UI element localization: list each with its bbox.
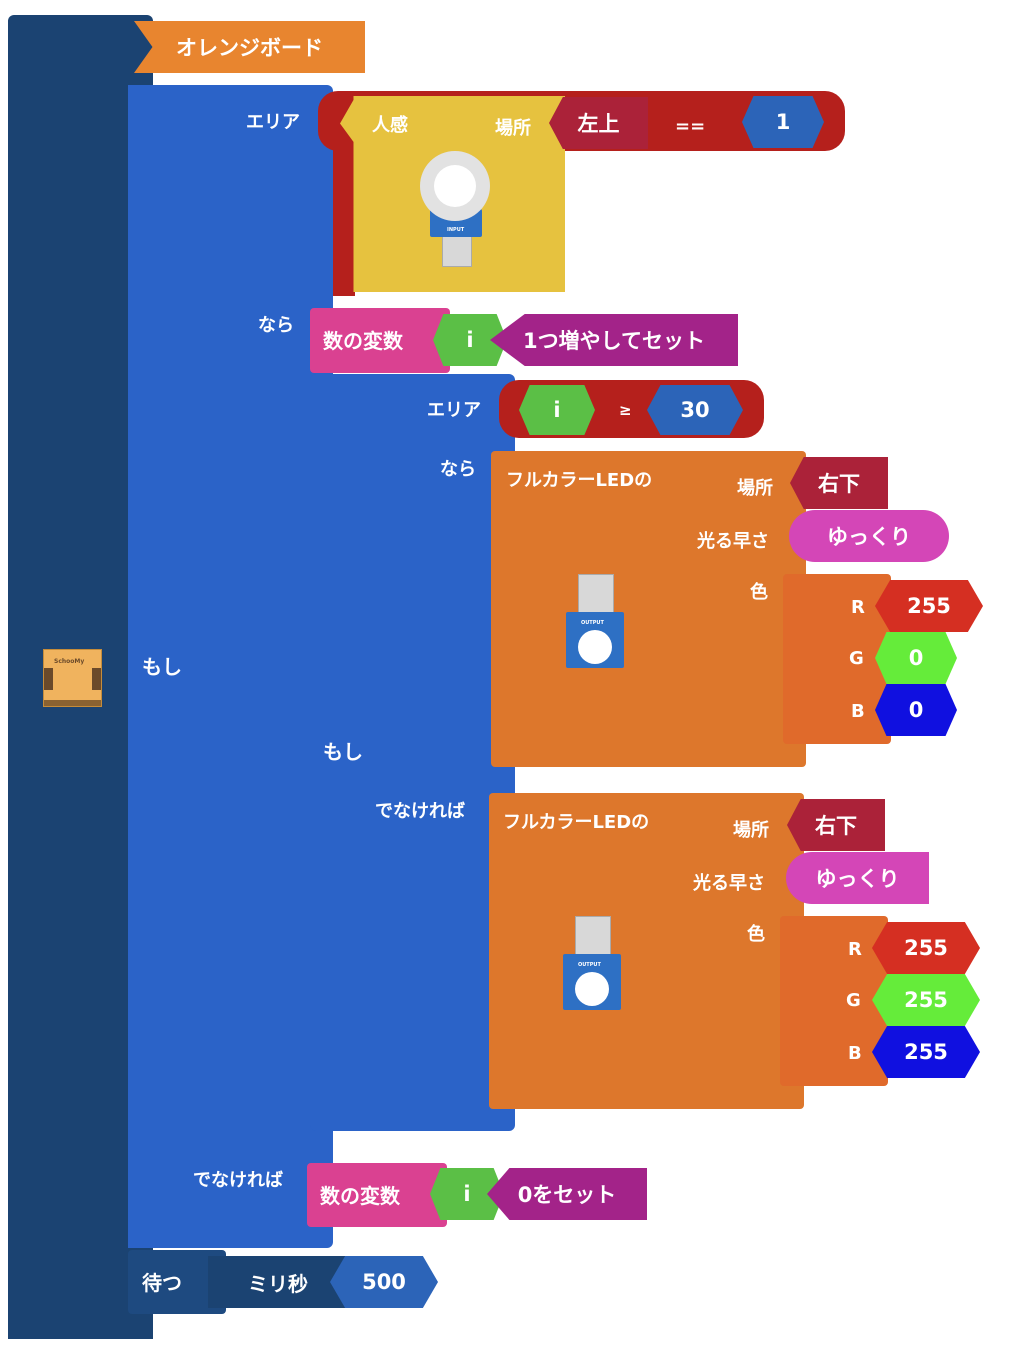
board-icon: SchooMy bbox=[43, 649, 102, 707]
rgb-b-value[interactable]: 255 bbox=[872, 1026, 980, 1078]
reset-action[interactable]: 0をセット bbox=[487, 1168, 647, 1220]
rgb-g-label: G bbox=[846, 990, 861, 1011]
led-block-2[interactable] bbox=[489, 793, 804, 1109]
rgb-g-value[interactable]: 0 bbox=[875, 632, 957, 684]
sensor-location-value[interactable]: 左上 bbox=[549, 97, 648, 149]
led-color-label: 色 bbox=[747, 924, 765, 945]
motion-sensor-icon: INPUT bbox=[418, 149, 494, 269]
sensor-module-tag: INPUT bbox=[447, 227, 465, 233]
rgb-b-label: B bbox=[848, 1043, 862, 1064]
board-icon-text: SchooMy bbox=[54, 658, 85, 665]
led-title: フルカラーLEDの bbox=[506, 470, 653, 491]
led-module-tag: OUTPUT bbox=[581, 620, 604, 626]
led-color-label: 色 bbox=[750, 582, 768, 603]
led-speed-value[interactable]: ゆっくり bbox=[786, 852, 929, 904]
led-module-tag: OUTPUT bbox=[578, 962, 601, 968]
var-i-compare[interactable]: i bbox=[519, 385, 595, 435]
led-module-icon: OUTPUT bbox=[561, 916, 623, 1012]
rgb-color-block[interactable] bbox=[783, 574, 891, 744]
led-block-1[interactable] bbox=[491, 451, 806, 767]
if-area-label: エリア bbox=[246, 112, 300, 133]
led-location-label: 場所 bbox=[733, 820, 769, 841]
rgb-r-label: R bbox=[848, 939, 862, 960]
led-location-label: 場所 bbox=[737, 478, 773, 499]
gte-operator: ≥ bbox=[619, 401, 632, 419]
if-then-label: なら bbox=[258, 315, 294, 336]
rgb-b-label: B bbox=[851, 701, 865, 722]
sensor-name: 人感 bbox=[372, 115, 408, 136]
rgb-r-value[interactable]: 255 bbox=[875, 580, 983, 632]
if-else-block[interactable] bbox=[128, 85, 333, 1248]
led-speed-value[interactable]: ゆっくり bbox=[789, 510, 949, 562]
rgb-r-label: R bbox=[851, 597, 865, 618]
if-else-label: でなければ bbox=[193, 1170, 283, 1191]
led-speed-label: 光る早さ bbox=[697, 531, 769, 552]
led-module-icon: OUTPUT bbox=[564, 574, 626, 670]
gte-value[interactable]: 30 bbox=[647, 385, 743, 435]
wait-unit[interactable]: ミリ秒 bbox=[208, 1256, 348, 1308]
inner-else-label: でなければ bbox=[375, 801, 465, 822]
led-title: フルカラーLEDの bbox=[503, 812, 650, 833]
led-speed-label: 光る早さ bbox=[693, 873, 765, 894]
wait-label: 待つ bbox=[142, 1271, 182, 1295]
if-label: もし bbox=[142, 655, 182, 679]
rgb-g-value[interactable]: 255 bbox=[872, 974, 980, 1026]
led-location-value[interactable]: 右下 bbox=[787, 799, 885, 851]
sensor-location-label: 場所 bbox=[495, 118, 531, 139]
rgb-g-label: G bbox=[849, 648, 864, 669]
inner-then-label: なら bbox=[440, 459, 476, 480]
rgb-b-value[interactable]: 0 bbox=[875, 684, 957, 736]
inner-if-else-block[interactable] bbox=[310, 374, 515, 1131]
increment-action[interactable]: 1つ増やしてセット bbox=[490, 314, 738, 366]
var-increment-block[interactable]: 数の変数 bbox=[310, 308, 450, 373]
rgb-color-block[interactable] bbox=[780, 916, 888, 1086]
inner-if-label: もし bbox=[323, 740, 363, 764]
rgb-r-value[interactable]: 255 bbox=[872, 922, 980, 974]
led-location-value[interactable]: 右下 bbox=[790, 457, 888, 509]
compare-value[interactable]: 1 bbox=[742, 96, 824, 148]
inner-area-label: エリア bbox=[427, 400, 481, 421]
compare-operator: == bbox=[675, 116, 706, 137]
wait-value[interactable]: 500 bbox=[330, 1256, 438, 1308]
orange-board-label[interactable]: オレンジボード bbox=[134, 21, 365, 73]
var-reset-block[interactable]: 数の変数 bbox=[307, 1163, 447, 1227]
